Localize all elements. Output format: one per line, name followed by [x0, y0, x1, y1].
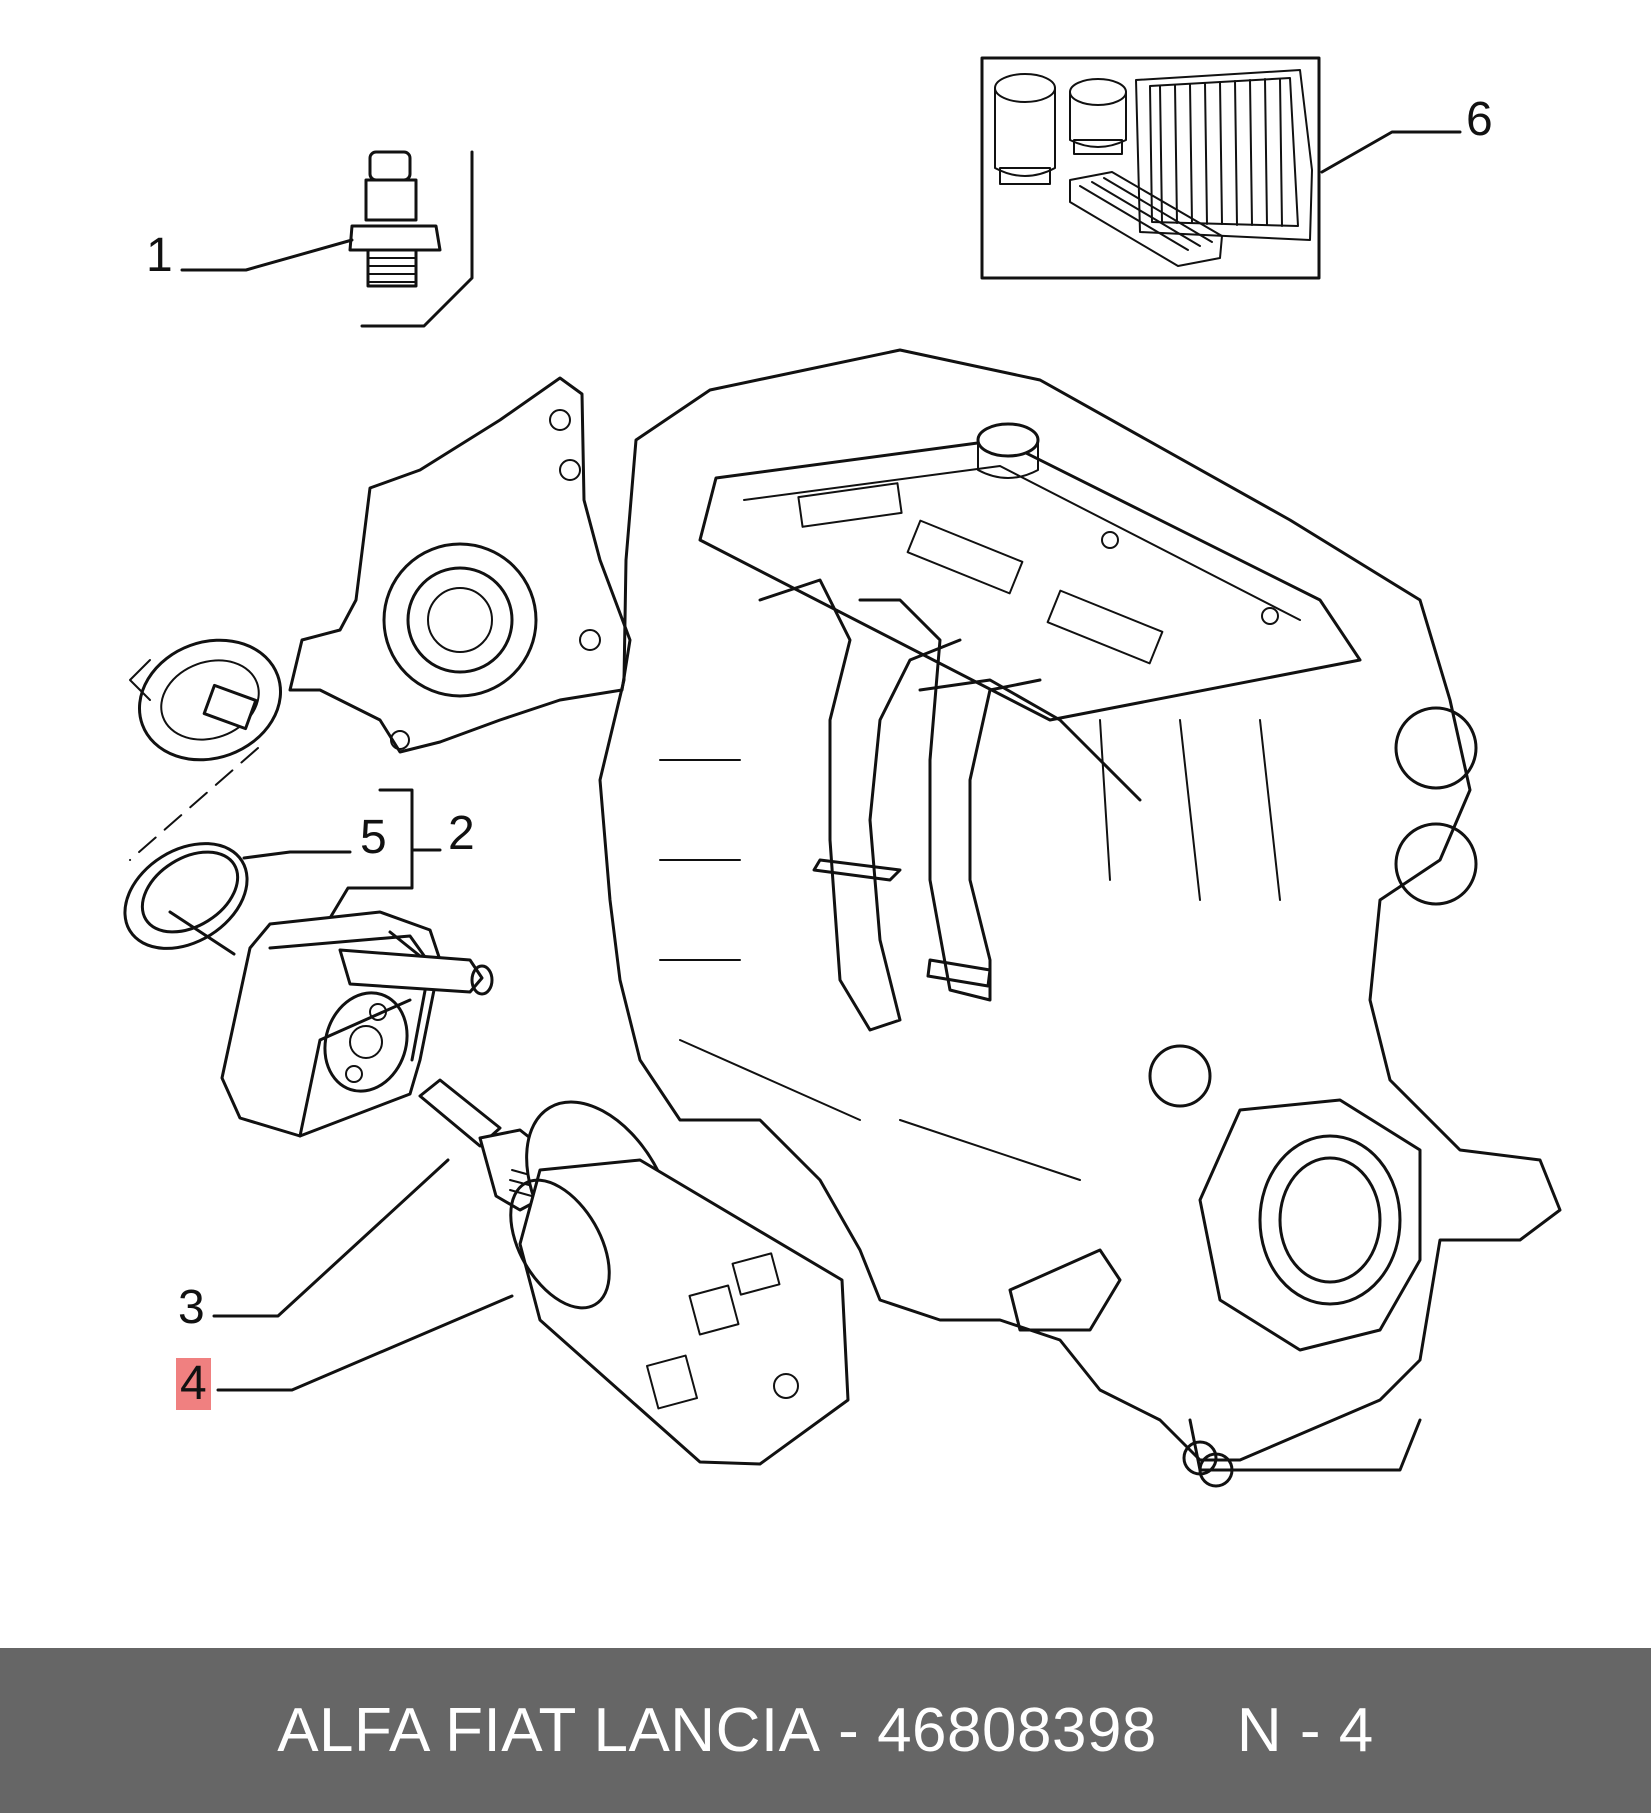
callout-5: 5: [360, 811, 387, 864]
separator: -: [838, 1696, 860, 1765]
callout-3: 3: [178, 1281, 205, 1334]
oil-pressure-switch-illustration: [180, 150, 474, 328]
seal-ring-illustration: [123, 788, 442, 956]
oil-cooler-illustration: [220, 910, 494, 1138]
part-info-footer: ALFA FIAT LANCIA - 46808398 N - 4: [0, 1648, 1651, 1813]
callout-2: 2: [448, 807, 475, 860]
oil-pump-cover-illustration: [129, 376, 632, 861]
engine-block-illustration: [598, 348, 1562, 1488]
part-number: 46808398: [877, 1696, 1157, 1765]
engine-exploded-diagram: [123, 56, 1562, 1488]
callout-1: 1: [146, 229, 173, 282]
position-label: N - 4: [1236, 1696, 1374, 1765]
filter-kit-illustration: [980, 56, 1462, 280]
brand-label: ALFA FIAT LANCIA: [277, 1696, 821, 1765]
callout-4: 4: [176, 1358, 211, 1410]
callout-6: 6: [1466, 93, 1493, 146]
oil-filter-illustration: [216, 1100, 850, 1466]
